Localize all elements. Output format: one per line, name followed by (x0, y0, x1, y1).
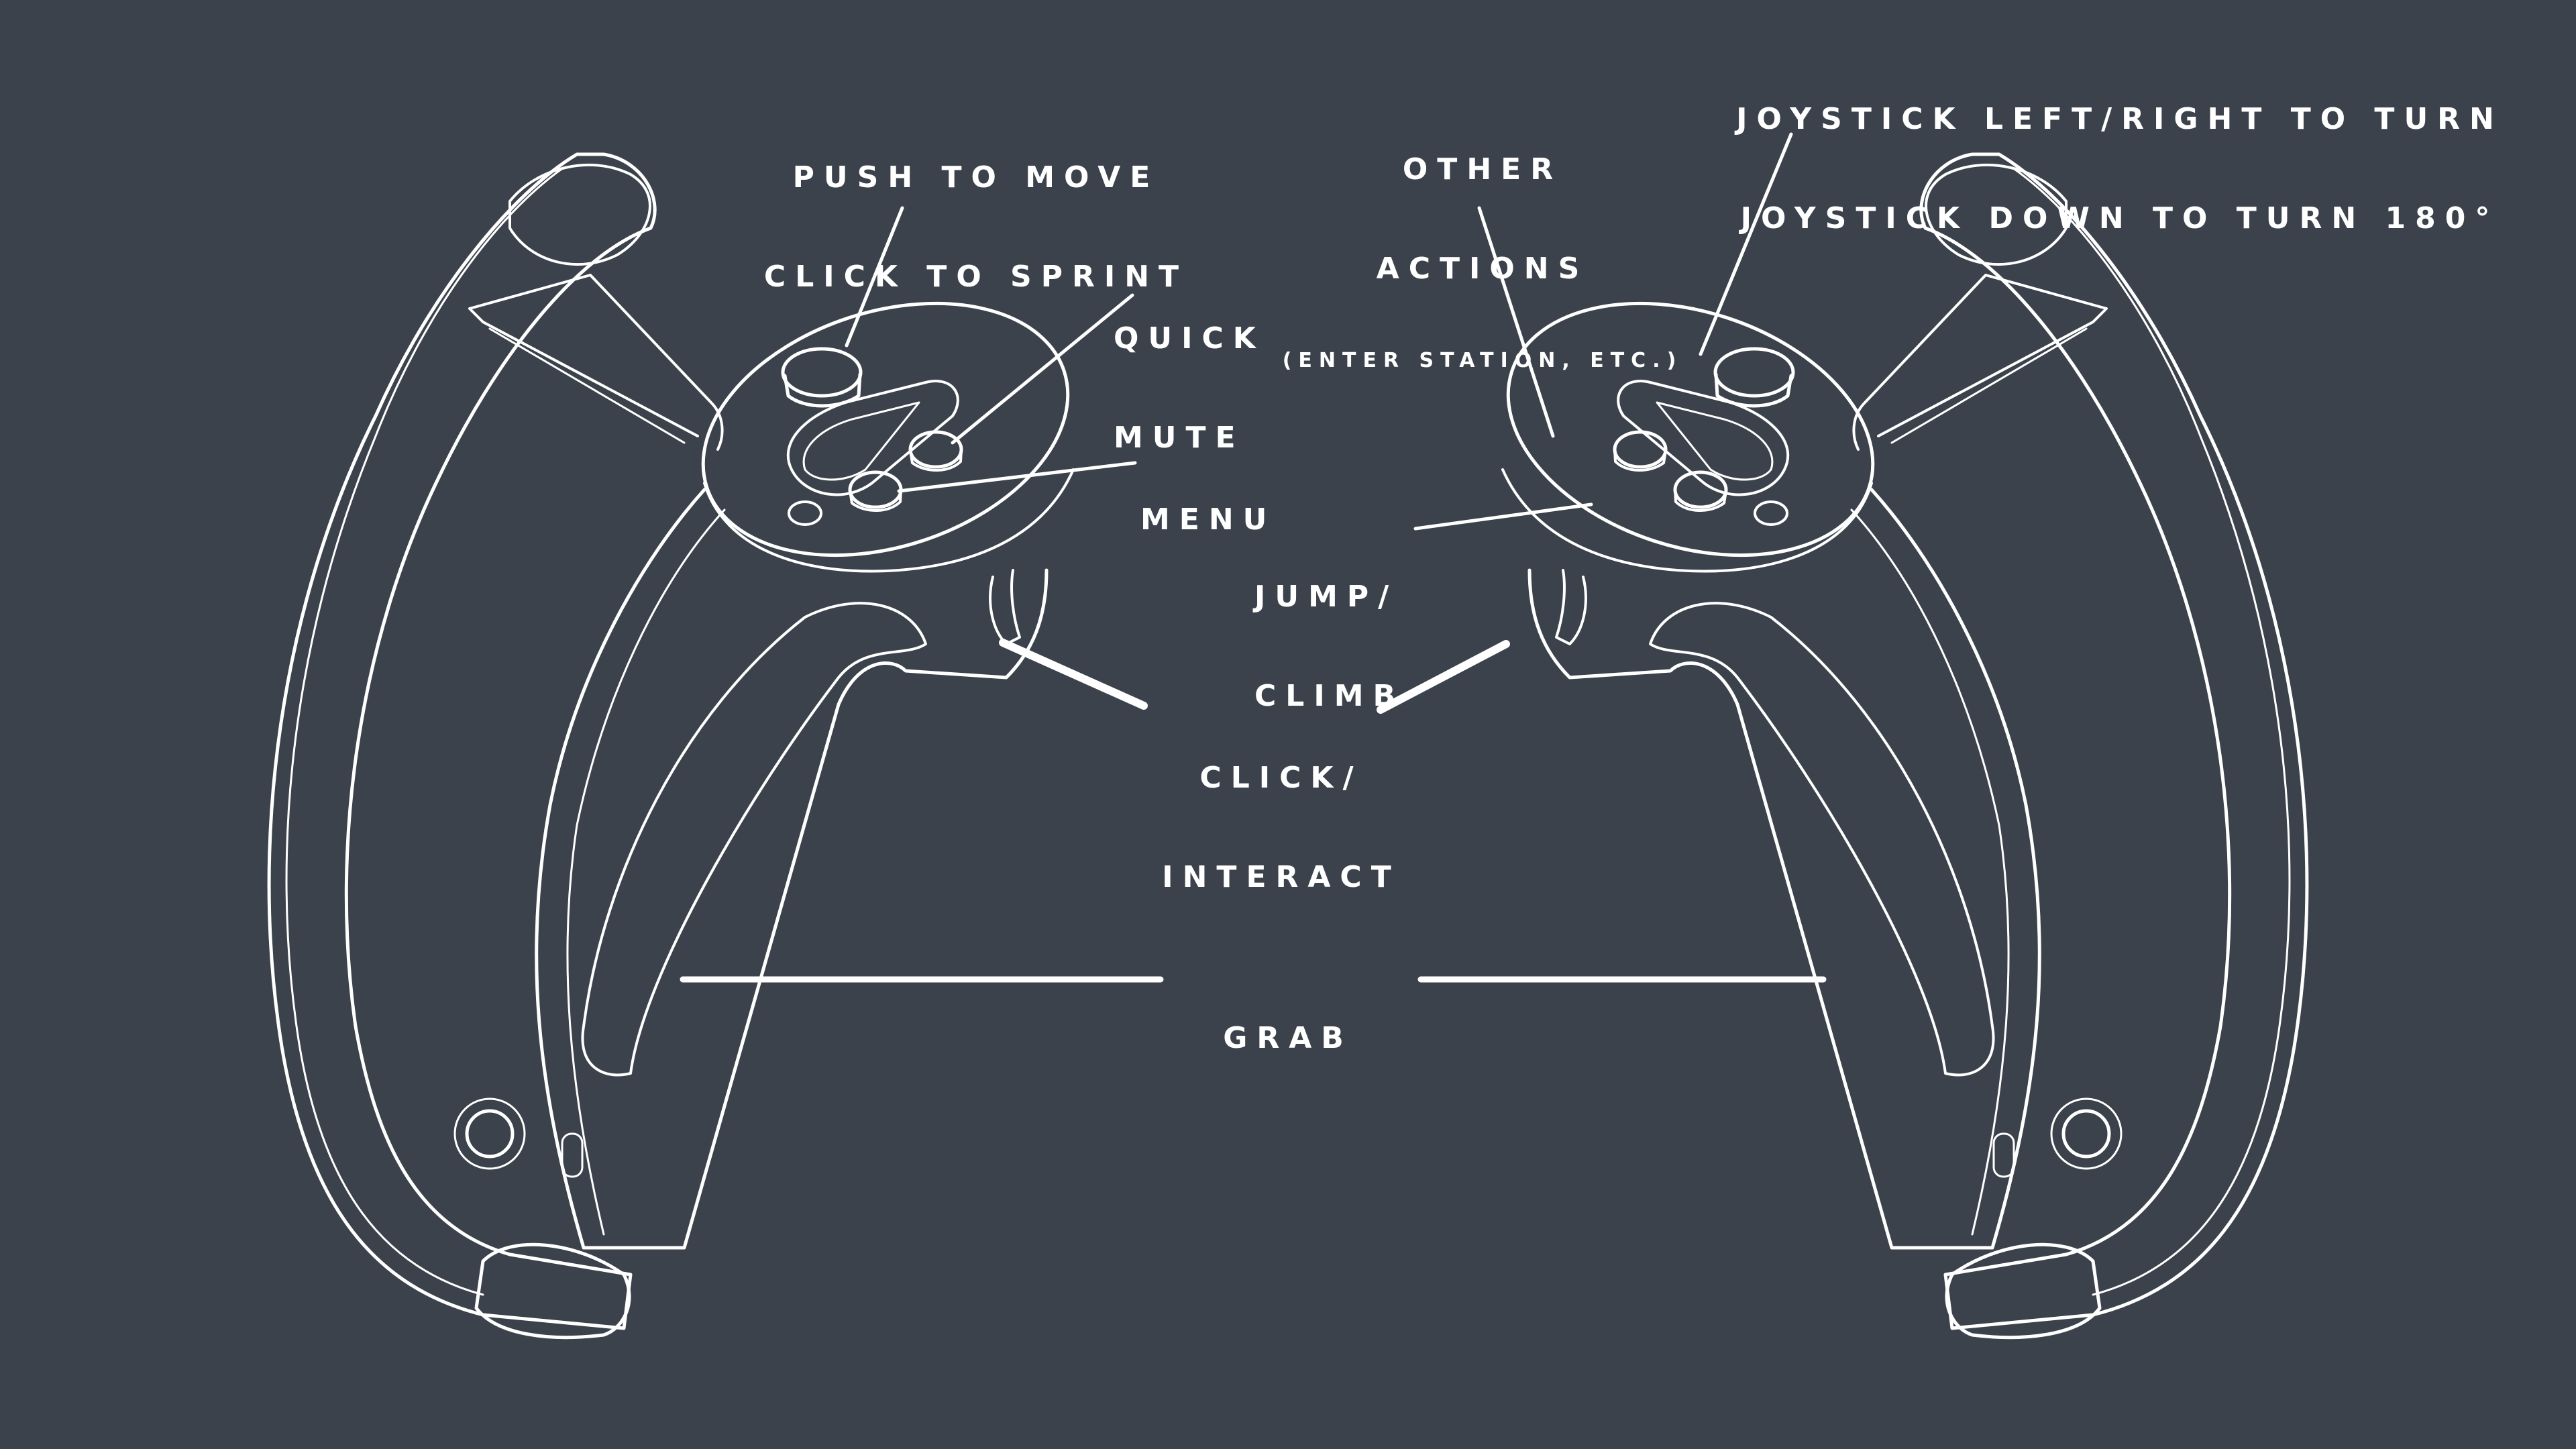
right-bottom-button-ring (2050, 1097, 2123, 1170)
left-controller (267, 152, 1075, 1340)
label-move-line1: PUSH TO MOVE (792, 160, 1160, 195)
left-trackpad (786, 380, 959, 496)
left-joystick-stem (783, 372, 862, 408)
label-quick-mute: QUICK MUTE (1114, 265, 1295, 512)
left-bottom-slot (561, 1132, 584, 1178)
right-system-button (1754, 500, 1788, 526)
label-move-line2: CLICK TO SPRINT (763, 260, 1189, 294)
left-system-button (788, 500, 822, 526)
left-bottom-button-ring (453, 1097, 526, 1170)
callout-turn (1699, 132, 1793, 356)
right-bridge (1852, 274, 2108, 451)
callout-lines (680, 132, 1827, 983)
label-jump-line1: JUMP/ (1254, 580, 1399, 614)
label-other-line1: OTHER (1402, 152, 1563, 186)
label-other-line3: (ENTER STATION, ETC.) (1282, 349, 1683, 372)
left-mute-button (908, 430, 963, 469)
right-joystick-stem (1714, 372, 1793, 408)
callout-move (845, 206, 904, 347)
right-strap-inner (2011, 166, 2291, 1296)
callout-other (1477, 206, 1555, 438)
right-head-side (1501, 468, 1873, 573)
label-other-actions: OTHER ACTIONS (ENTER STATION, ETC.) (1261, 96, 1704, 430)
right-grip-inner (1850, 508, 2010, 1236)
left-bottom-cap (474, 1242, 631, 1340)
right-action-button-side (1613, 448, 1667, 472)
left-mute-button-side (909, 448, 963, 472)
left-bridge-edge (488, 327, 686, 444)
left-trigger (989, 569, 1021, 645)
right-controller (1501, 152, 2309, 1340)
left-strap-inner (285, 166, 565, 1296)
label-menu: MENU (1140, 446, 1315, 594)
label-click-interact: CLICK/ INTERACT (1134, 704, 1429, 951)
label-grab: GRAB (1194, 965, 1382, 1112)
label-push-to-move: PUSH TO MOVE CLICK TO SPRINT (738, 104, 1214, 351)
callout-mute (951, 293, 1134, 445)
label-interact-line1: CLICK/ (1199, 761, 1363, 795)
label-jump-line2: CLIMB (1254, 679, 1405, 713)
right-trackpad-inner (1656, 401, 1774, 481)
label-turn-line1: JOYSTICK LEFT/RIGHT TO TURN (1736, 102, 2504, 136)
left-joystick (781, 347, 863, 398)
right-strap-pad (1925, 163, 2068, 266)
label-menu-text: MENU (1140, 502, 1277, 537)
right-strap (1919, 152, 2309, 1330)
right-trackpad (1617, 380, 1790, 496)
left-strap-pad (508, 163, 651, 266)
callout-interact-right (1377, 640, 1510, 714)
left-grip-pad (581, 602, 927, 1077)
left-grip-outer (535, 488, 1049, 1250)
right-bottom-cap (1945, 1242, 2102, 1340)
left-trackpad-inner (802, 401, 920, 481)
label-mute-line1: QUICK (1114, 321, 1265, 356)
right-bridge-edge (1890, 327, 2088, 444)
callout-jump (1413, 502, 1593, 531)
left-grip-inner (566, 508, 726, 1236)
right-action-button (1613, 430, 1668, 469)
callout-interact-left (999, 639, 1148, 710)
right-jump-button-side (1674, 488, 1727, 512)
label-grab-text: GRAB (1223, 1021, 1353, 1055)
label-interact-line2: INTERACT (1162, 860, 1401, 894)
callout-menu (897, 461, 1137, 493)
right-joystick (1713, 347, 1795, 398)
right-grip-pad (1649, 602, 1995, 1077)
left-strap (267, 152, 657, 1330)
label-turn-line2: JOYSTICK DOWN TO TURN 180° (1740, 201, 2500, 235)
right-trigger (1555, 569, 1587, 645)
label-mute-line2: MUTE (1114, 421, 1245, 455)
right-bottom-slot (1992, 1132, 2015, 1178)
left-bridge (468, 274, 724, 451)
label-jump-climb: JUMP/ CLIMB (1254, 523, 1429, 770)
left-bottom-button (465, 1109, 515, 1159)
left-head-side (703, 468, 1075, 573)
label-joystick-turn: JOYSTICK LEFT/RIGHT TO TURN JOYSTICK DOW… (1717, 46, 2522, 292)
label-other-line2: ACTIONS (1376, 252, 1589, 286)
right-grip-outer (1527, 488, 2041, 1250)
right-bottom-button (2061, 1109, 2111, 1159)
left-menu-button-side (849, 488, 902, 512)
